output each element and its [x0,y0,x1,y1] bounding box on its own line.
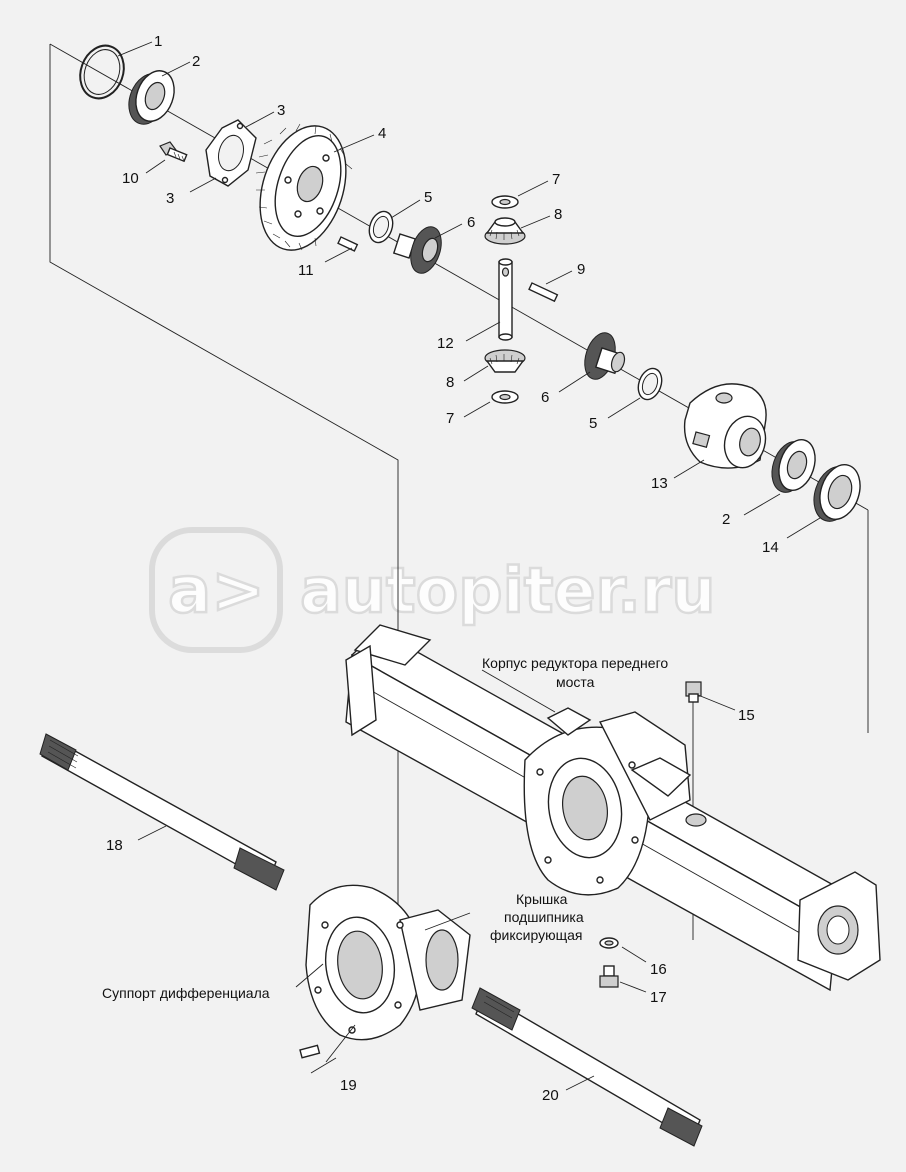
callout-13: 13 [651,475,668,492]
callout-11: 11 [298,262,314,279]
pin-part-11 [337,236,359,252]
cover-caption-line3: фиксирующая [490,927,582,943]
callout-10: 10 [122,170,139,187]
callout-14: 14 [762,539,779,556]
ring-gear-part [255,123,353,251]
callout-5-right: 5 [589,415,597,432]
side-gear-part-right [584,332,626,380]
callout-numbers: 1 2 3 10 3 4 5 11 7 8 6 9 12 8 7 6 5 13 … [106,33,779,1104]
differential-support-part [305,884,471,1041]
callout-9: 9 [577,261,585,278]
washer-part-16 [599,937,619,949]
o-ring-part [79,44,125,100]
svg-text:a>: a> [168,554,265,628]
callout-2-top: 2 [192,53,200,70]
callout-19: 19 [340,1077,357,1094]
adjusting-nut-part [813,464,861,522]
callout-4: 4 [378,125,386,142]
pinion-gear-part-bottom [484,349,526,373]
axle-shaft-part-right [471,987,703,1147]
callout-6-right: 6 [541,389,549,406]
callout-7-top: 7 [552,171,560,188]
drain-plug-part [599,965,619,988]
thrust-washer-part-right [637,367,663,401]
bearing-part-top [128,70,175,125]
pinion-gear-part-top [484,217,526,245]
watermark-text: autopiter.ru [300,554,716,627]
bolt-part [159,141,188,163]
callout-17: 17 [650,989,667,1006]
lock-plate-part [205,119,257,187]
callout-5-top: 5 [424,189,432,206]
washer-part-7-bottom [491,390,519,404]
captions: Корпус редуктора переднего моста Крышка … [102,655,668,1001]
pin-part-9 [528,282,559,303]
thrust-washer-part-top [368,210,394,244]
bearing-part-right [771,439,816,493]
leader-lines [117,41,821,1091]
callout-6-left: 6 [467,214,475,231]
support-caption: Суппорт дифференциала [102,985,270,1001]
housing-caption-line2: моста [556,674,595,690]
callout-20: 20 [542,1087,559,1104]
callout-16: 16 [650,961,667,978]
watermark: a> autopiter.ru [149,527,717,653]
washer-part-7-top [491,195,519,209]
callout-8-bottom: 8 [446,374,454,391]
callout-3-top: 3 [277,102,285,119]
differential-case-part [683,383,767,469]
callout-8-top: 8 [554,206,562,223]
axle-shaft-part-left [39,733,285,891]
side-gear-part-left [392,226,442,274]
callout-12: 12 [437,335,454,352]
callout-1: 1 [154,33,162,50]
callout-2-right: 2 [722,511,730,528]
callout-15: 15 [738,707,755,724]
cover-caption-line2: подшипника [504,909,584,925]
axle-housing-part [345,624,881,992]
cross-shaft-part [498,258,513,341]
cover-caption-line1: Крышка [516,891,568,907]
breather-part [685,681,702,703]
dowel-pin-part [299,1044,321,1059]
callout-3-bottom: 3 [166,190,174,207]
callout-7-bottom: 7 [446,410,454,427]
callout-18: 18 [106,837,123,854]
housing-caption-line1: Корпус редуктора переднего [482,655,668,671]
